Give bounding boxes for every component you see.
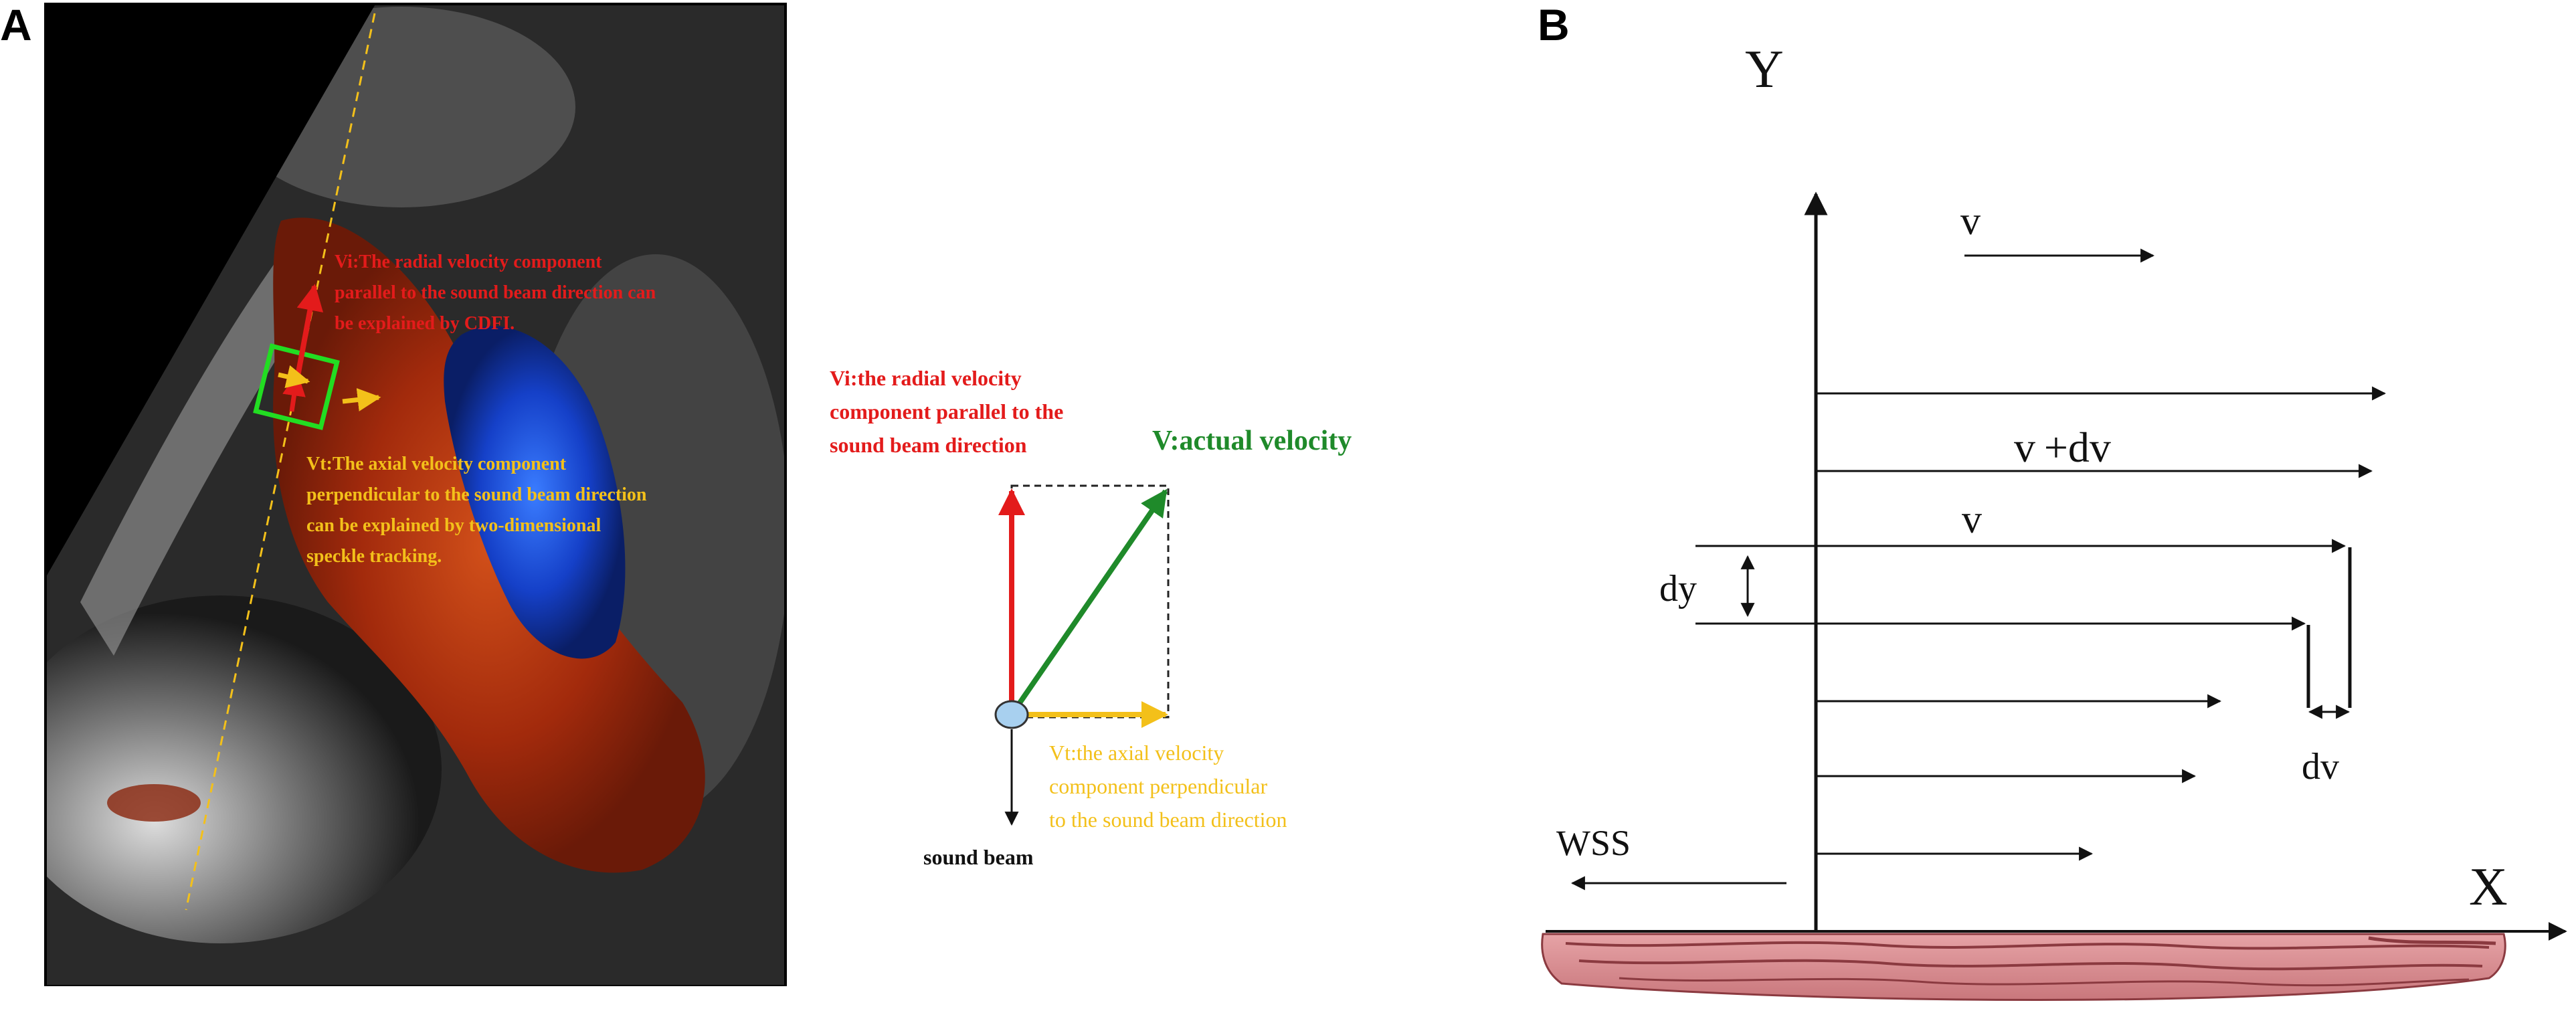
sound-beam-label: sound beam (923, 845, 1034, 869)
echo-axial-text: Vt:The axial velocity component perpendi… (306, 454, 651, 567)
vector-axial-line: to the sound beam direction (1049, 808, 1287, 832)
echo-septum (47, 595, 442, 943)
wall-fiber (2368, 936, 2496, 945)
v-mid-label: v (1962, 497, 1982, 541)
echo-axial-line: Vt:The axial velocity component (306, 454, 567, 474)
v-plus-dv-label: v +dv (2014, 424, 2111, 471)
wall-fiber (1619, 977, 2470, 987)
echo-axial-line: perpendicular to the sound beam directio… (306, 484, 647, 505)
vector-axial-text: Vt:the axial velocity component perpendi… (1049, 741, 1287, 832)
echo-radial-text: Vi:The radial velocity component paralle… (335, 252, 660, 334)
panel-b-letter: B (1538, 0, 1570, 50)
blue-flow-region (444, 326, 626, 659)
y-axis-label: Y (1745, 40, 1784, 99)
v-top-label: v (1960, 199, 1981, 243)
wall-fiber (1578, 959, 2483, 971)
vector-actual-arrow (1009, 488, 1168, 717)
origin-dot (994, 700, 1029, 729)
vector-diagram: Vi:the radial velocity component paralle… (830, 366, 1352, 869)
echo-radial-line: be explained by CDFI. (335, 313, 515, 334)
echo-axial-line: can be explained by two-dimensional (306, 515, 601, 536)
dy-label: dy (1659, 568, 1697, 610)
vector-axial-line: Vt:the axial velocity (1049, 741, 1224, 765)
sound-beam-dashed-line (185, 13, 376, 911)
echo-axial-arrow-small (278, 365, 310, 389)
panel-a: A Vi:The rad (0, 0, 1352, 986)
panel-a-letter: A (0, 0, 32, 50)
echo-image: Vi:The radial velocity component paralle… (44, 3, 787, 986)
panel-b: B Y X v v +dv v dy d (1538, 0, 2567, 1001)
vector-radial-line: Vi:the radial velocity (830, 366, 1022, 390)
red-flow-tail (107, 784, 201, 822)
x-axis-label: X (2469, 858, 2508, 917)
dv-label: dv (2302, 746, 2339, 787)
wall-fiber (1565, 941, 2490, 950)
echo-radial-line: Vi:The radial velocity component (335, 252, 602, 272)
wss-label: WSS (1556, 823, 1631, 863)
vector-actual-label: V:actual velocity (1152, 426, 1352, 456)
vector-radial-line: component parallel to the (830, 399, 1063, 424)
echo-axial-line: speckle tracking. (306, 546, 442, 567)
vector-axial-line: component perpendicular (1049, 774, 1267, 798)
echo-axial-arrow (342, 388, 381, 411)
vector-radial-text: Vi:the radial velocity component paralle… (830, 366, 1069, 457)
vector-radial-line: sound beam direction (830, 433, 1027, 457)
echo-radial-line: parallel to the sound beam direction can (335, 282, 656, 303)
vessel-wall (1541, 933, 2506, 1001)
echo-left-wall (80, 254, 308, 656)
